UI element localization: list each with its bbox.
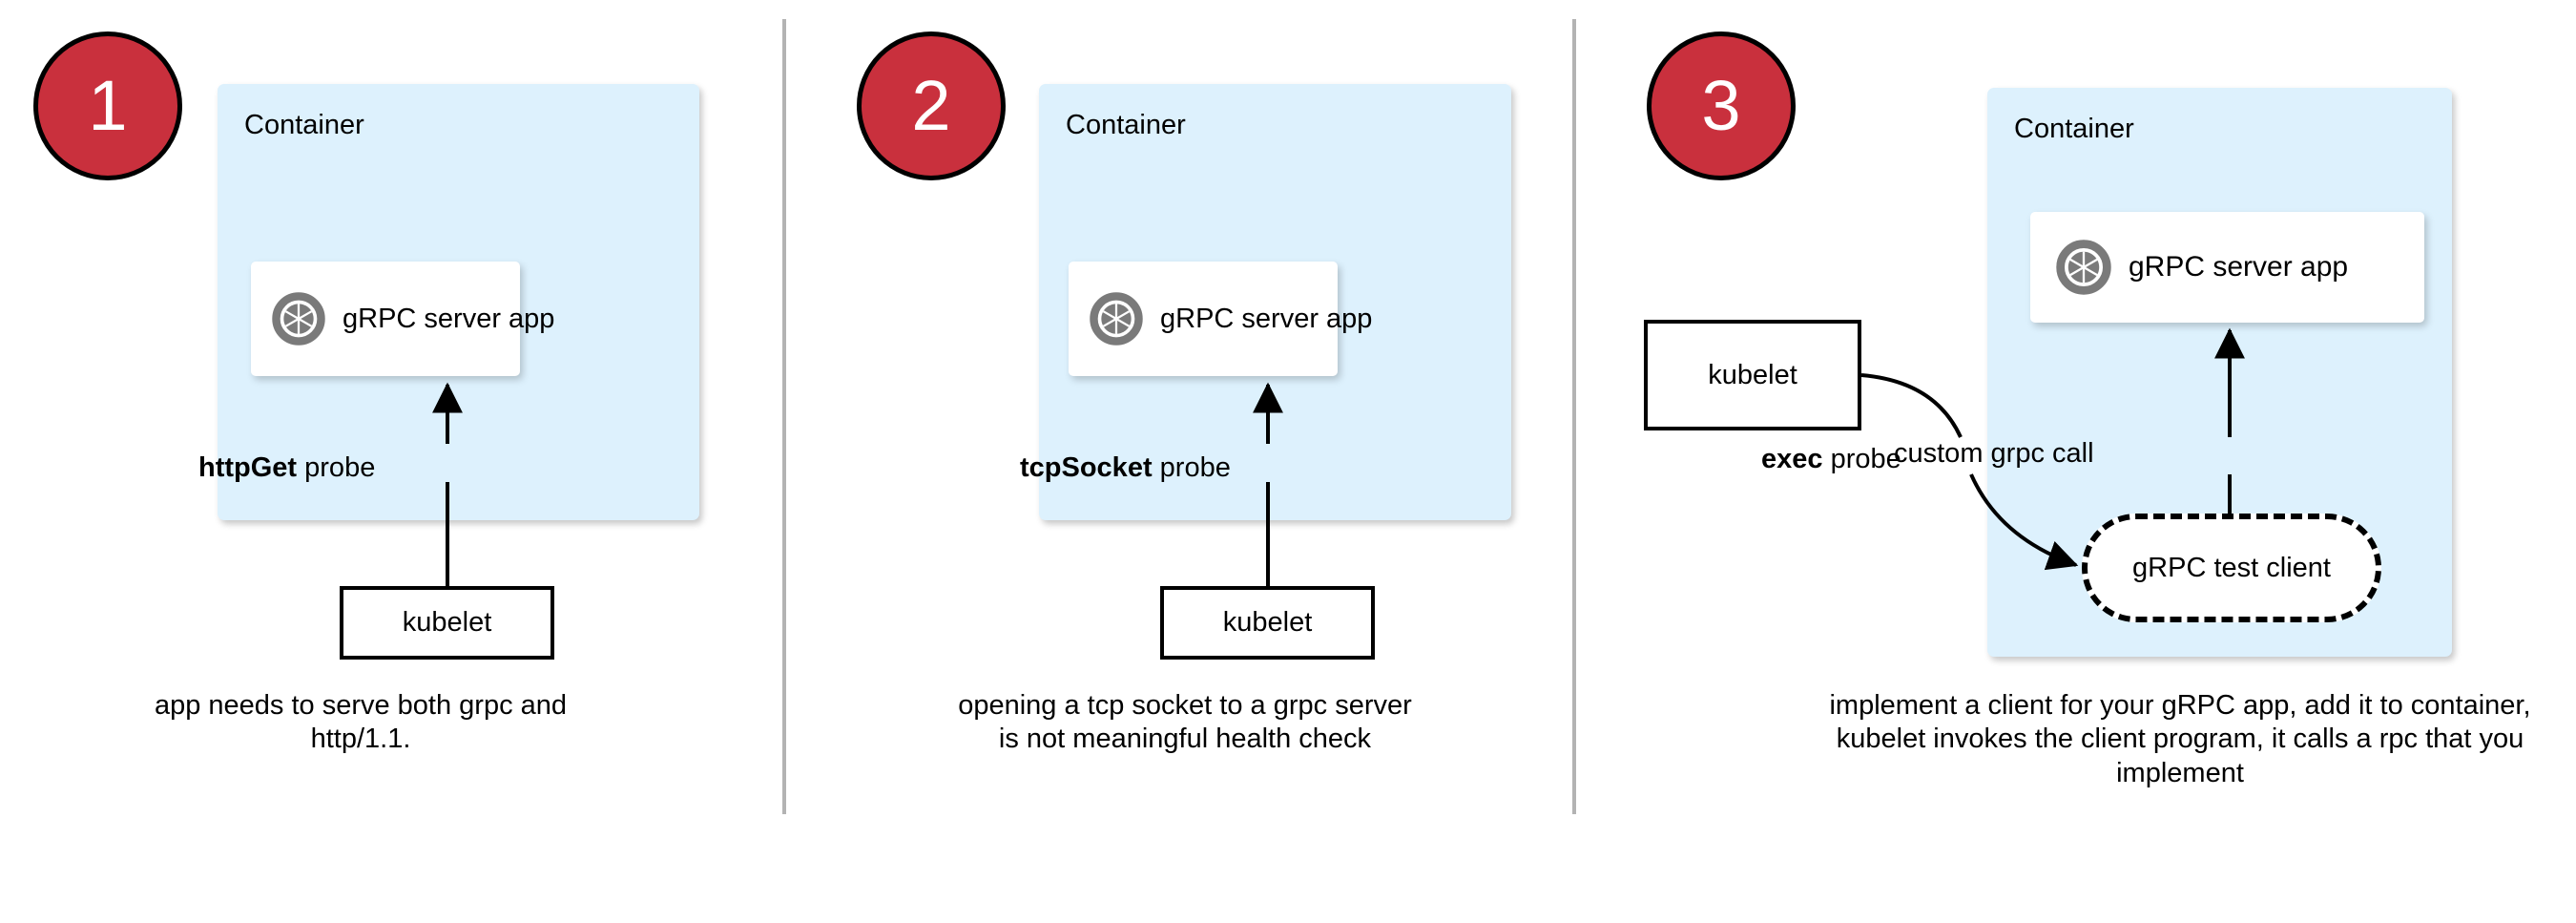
- probe-label-3-rest: probe: [1822, 444, 1901, 474]
- container-label-1: Container: [244, 110, 364, 140]
- panel-divider-1: [782, 19, 786, 814]
- panel-divider-2: [1572, 19, 1576, 814]
- grpc-aperture-icon: [2056, 240, 2111, 295]
- grpc-server-app-label-3: gRPC server app: [2129, 251, 2349, 283]
- grpc-aperture-icon: [272, 292, 325, 346]
- kubelet-label-2: kubelet: [1222, 607, 1313, 638]
- grpc-server-app-label-1: gRPC server app: [343, 303, 555, 334]
- probe-label-1-bold: httpGet: [198, 452, 298, 483]
- grpc-test-client-box: gRPC test client: [2082, 514, 2381, 622]
- probe-label-3-bold: exec: [1761, 444, 1823, 474]
- container-label-3: Container: [2014, 114, 2134, 144]
- step-badge-1: 1: [33, 31, 182, 180]
- grpc-server-app-label-2: gRPC server app: [1160, 303, 1373, 334]
- kubelet-box-1: kubelet: [340, 586, 554, 660]
- custom-grpc-call-label: custom grpc call: [1894, 438, 2094, 469]
- step-badge-2: 2: [857, 31, 1006, 180]
- kubelet-label-1: kubelet: [402, 607, 492, 638]
- probe-label-1-rest: probe: [297, 452, 376, 483]
- probe-label-2-rest: probe: [1152, 452, 1231, 483]
- panel-caption-1: app needs to serve both grpc and http/1.…: [154, 690, 568, 755]
- grpc-aperture-icon: [1090, 292, 1143, 346]
- grpc-server-app-card-3: gRPC server app: [2030, 212, 2424, 323]
- grpc-server-app-card-1: gRPC server app: [251, 262, 554, 376]
- container-label-2: Container: [1066, 110, 1186, 140]
- step-badge-3-number: 3: [1701, 66, 1741, 145]
- grpc-test-client-label: gRPC test client: [2132, 552, 2331, 583]
- step-badge-2-number: 2: [911, 66, 951, 145]
- step-badge-1-number: 1: [88, 66, 128, 145]
- panel-caption-2: opening a tcp socket to a grpc server is…: [958, 690, 1412, 755]
- probe-label-1: httpGet probe: [198, 452, 375, 484]
- probe-label-2-bold: tcpSocket: [1020, 452, 1153, 483]
- kubelet-box-2: kubelet: [1160, 586, 1375, 660]
- probe-label-3: exec probe: [1761, 444, 1901, 475]
- kubelet-box-3: kubelet: [1644, 320, 1861, 430]
- probe-label-2: tcpSocket probe: [1020, 452, 1231, 484]
- grpc-server-app-card-2: gRPC server app: [1069, 262, 1372, 376]
- step-badge-3: 3: [1647, 31, 1796, 180]
- panel-caption-3: implement a client for your gRPC app, ad…: [1829, 690, 2531, 788]
- kubelet-label-3: kubelet: [1708, 359, 1797, 390]
